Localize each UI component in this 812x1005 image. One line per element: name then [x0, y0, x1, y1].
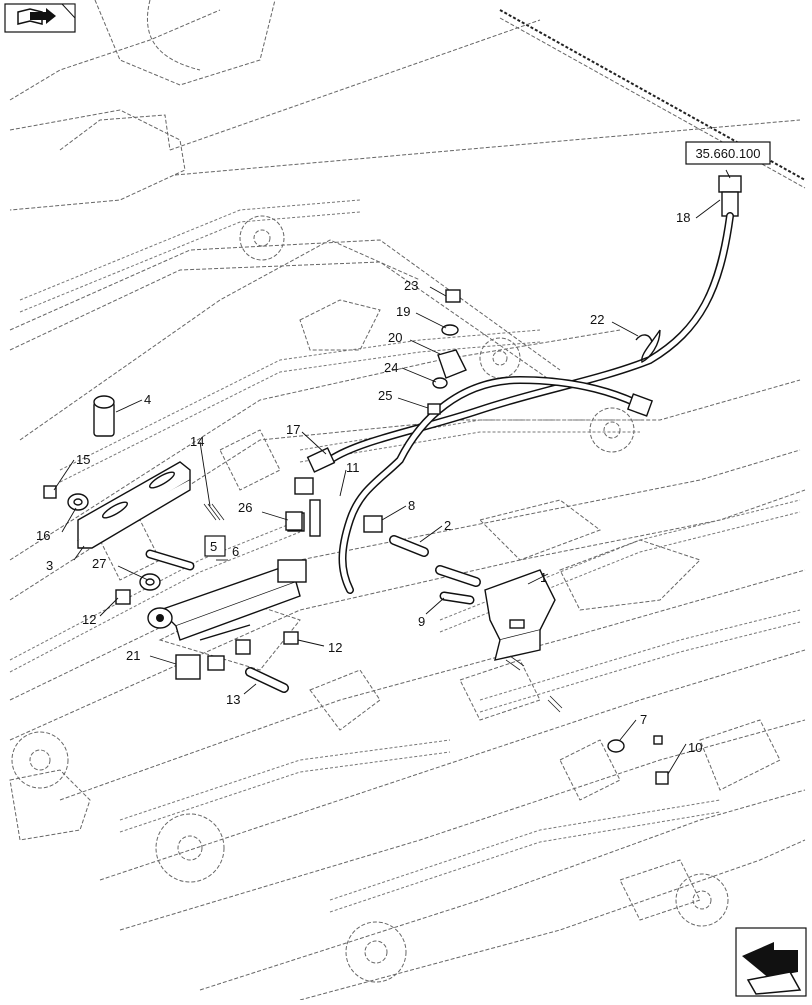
callout-12-left: 12 — [82, 612, 96, 627]
small-parts — [43, 289, 669, 785]
hydraulic-hose — [287, 175, 742, 594]
callout-20: 20 — [388, 330, 402, 345]
callout-26: 26 — [238, 500, 252, 515]
callout-4: 4 — [144, 392, 151, 407]
callout-24: 24 — [384, 360, 398, 375]
callout-27: 27 — [92, 556, 106, 571]
callout-10: 10 — [688, 740, 702, 755]
callout-19: 19 — [396, 304, 410, 319]
callout-17: 17 — [286, 422, 300, 437]
callout-22: 22 — [590, 312, 604, 327]
callout-5: 5 — [210, 539, 217, 554]
callout-2: 2 — [444, 518, 451, 533]
callout-25: 25 — [378, 388, 392, 403]
callout-11: 11 — [346, 460, 360, 475]
callout-15: 15 — [76, 452, 90, 467]
reference-box[interactable]: 35.660.100 — [685, 141, 771, 165]
callout-9: 9 — [418, 614, 425, 629]
callout-7: 7 — [640, 712, 647, 727]
callout-labels: 1 2 3 4 5 6 7 8 9 10 11 12 12 12 13 14 1… — [36, 210, 702, 755]
next-page-arrow-icon[interactable] — [735, 927, 807, 997]
callout-6: 6 — [232, 544, 239, 559]
callout-12-middle: 12 — [328, 640, 342, 655]
callout-8: 8 — [408, 498, 415, 513]
callout-14: 14 — [190, 434, 204, 449]
callout-leaders — [53, 169, 731, 775]
callout-23: 23 — [404, 278, 418, 293]
mounting-bracket — [77, 461, 191, 549]
reference-label: 35.660.100 — [695, 146, 760, 161]
callout-3: 3 — [46, 558, 53, 573]
guide-plate — [484, 569, 556, 661]
book-arrow-icon[interactable] — [4, 3, 76, 33]
callout-21: 21 — [126, 648, 140, 663]
callout-1: 1 — [540, 570, 547, 585]
hydraulic-cylinder — [147, 559, 307, 655]
callout-18: 18 — [676, 210, 690, 225]
callout-13: 13 — [226, 692, 240, 707]
callout-box-5 — [204, 535, 226, 557]
callout-16: 16 — [36, 528, 50, 543]
